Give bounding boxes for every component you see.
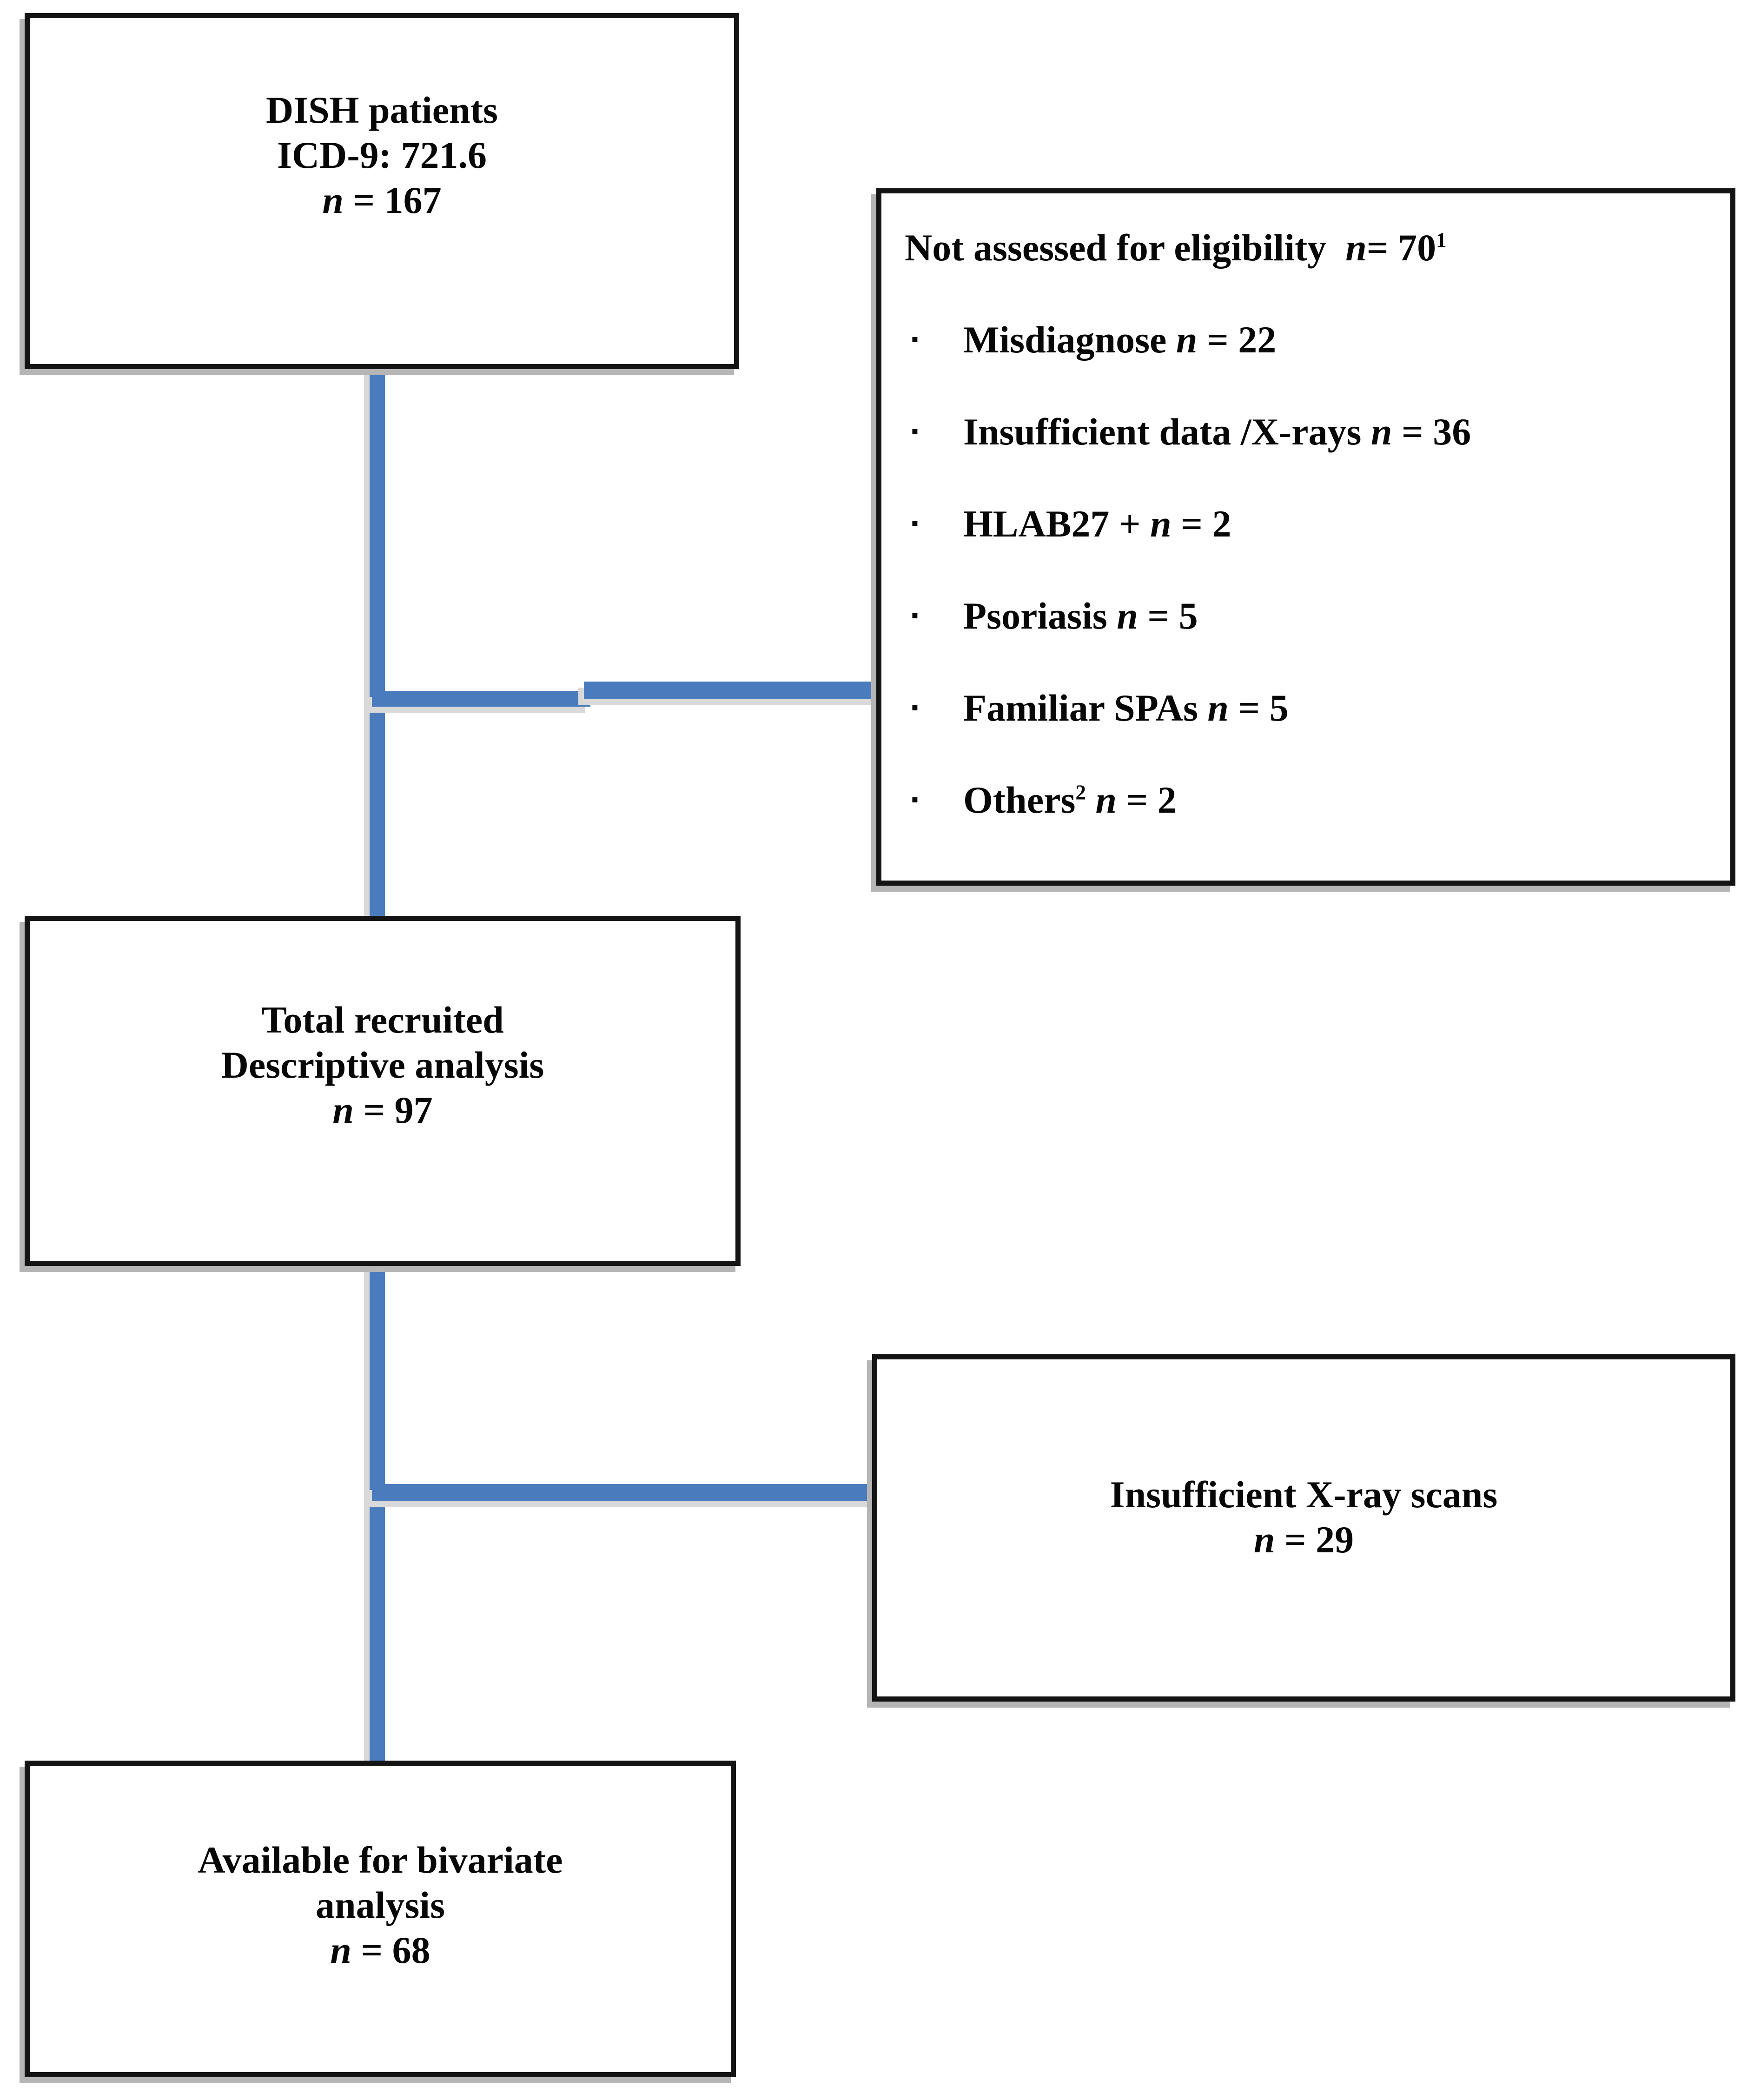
n-variable: n xyxy=(332,1088,354,1131)
box-insufficient-xray: Insufficient X-ray scans n = 29 xyxy=(872,1354,1735,1702)
list-item: ▪Others2 n = 2 xyxy=(911,779,1177,821)
equals-sign: = xyxy=(1284,1518,1306,1561)
count-value: 29 xyxy=(1316,1518,1354,1561)
list-item: ▪Misdiagnose n = 22 xyxy=(911,318,1277,361)
dish-count: n = 167 xyxy=(322,178,441,223)
count-value: 97 xyxy=(394,1088,433,1131)
bullet-icon: ▪ xyxy=(911,420,919,443)
recruited-count: n = 97 xyxy=(332,1088,432,1133)
count-value: 70 xyxy=(1398,226,1436,269)
list-item: ▪HLAB27 + n = 2 xyxy=(911,503,1231,545)
bullet-icon: ▪ xyxy=(911,328,919,351)
connector-vertical-top xyxy=(370,365,385,920)
bivariate-title-line1: Available for bivariate xyxy=(198,1839,563,1881)
bivariate-count: n = 68 xyxy=(330,1928,430,1973)
dish-icd-code: ICD-9: 721.6 xyxy=(277,133,487,176)
n-variable: n xyxy=(330,1928,351,1971)
n-variable: n xyxy=(1345,226,1367,269)
box-not-assessed: Not assessed for eligibility n= 701 ▪Mis… xyxy=(876,188,1735,886)
bivariate-title-line2: analysis xyxy=(316,1883,445,1926)
connector-horizontal-xray xyxy=(372,1484,893,1501)
equals-sign: = xyxy=(361,1928,383,1971)
bullet-icon: ▪ xyxy=(911,512,919,535)
n-variable: n xyxy=(1253,1518,1275,1561)
connector-vertical-bottom xyxy=(370,1262,385,1765)
connector-horizontal-eligibility-right xyxy=(584,682,893,699)
count-value: 167 xyxy=(384,179,442,221)
box-total-recruited: Total recruited Descriptive analysis n =… xyxy=(25,916,741,1266)
box-dish-patients: DISH patients ICD-9: 721.6 n = 167 xyxy=(25,13,739,369)
recruited-title: Total recruited xyxy=(261,999,504,1041)
list-item: ▪Insufficient data /X-rays n = 36 xyxy=(911,411,1471,453)
xray-count: n = 29 xyxy=(1254,1517,1354,1563)
box-available-bivariate: Available for bivariate analysis n = 68 xyxy=(25,1761,736,2077)
bullet-icon: ▪ xyxy=(911,604,919,627)
connector-horizontal-eligibility-left xyxy=(372,691,590,707)
list-item: ▪Familiar SPAs n = 5 xyxy=(911,687,1289,729)
xray-title: Insufficient X-ray scans xyxy=(1110,1473,1498,1516)
footnote-marker: 2 xyxy=(1075,781,1086,805)
equals-sign: = xyxy=(363,1088,385,1131)
list-item: ▪Psoriasis n = 5 xyxy=(911,595,1198,637)
n-variable: n xyxy=(322,179,344,221)
bullet-icon: ▪ xyxy=(911,788,919,811)
equals-sign: = xyxy=(353,179,375,221)
dish-title: DISH patients xyxy=(266,89,498,131)
count-value: 68 xyxy=(392,1928,430,1971)
recruited-subtitle: Descriptive analysis xyxy=(221,1043,544,1086)
equals-sign: = xyxy=(1366,226,1389,269)
footnote-marker: 1 xyxy=(1436,228,1447,252)
eligibility-reason-list: ▪Misdiagnose n = 22 ▪Insufficient data /… xyxy=(905,318,1705,821)
bullet-icon: ▪ xyxy=(911,696,919,719)
eligibility-title: Not assessed for eligibility n= 701 xyxy=(905,226,1447,269)
